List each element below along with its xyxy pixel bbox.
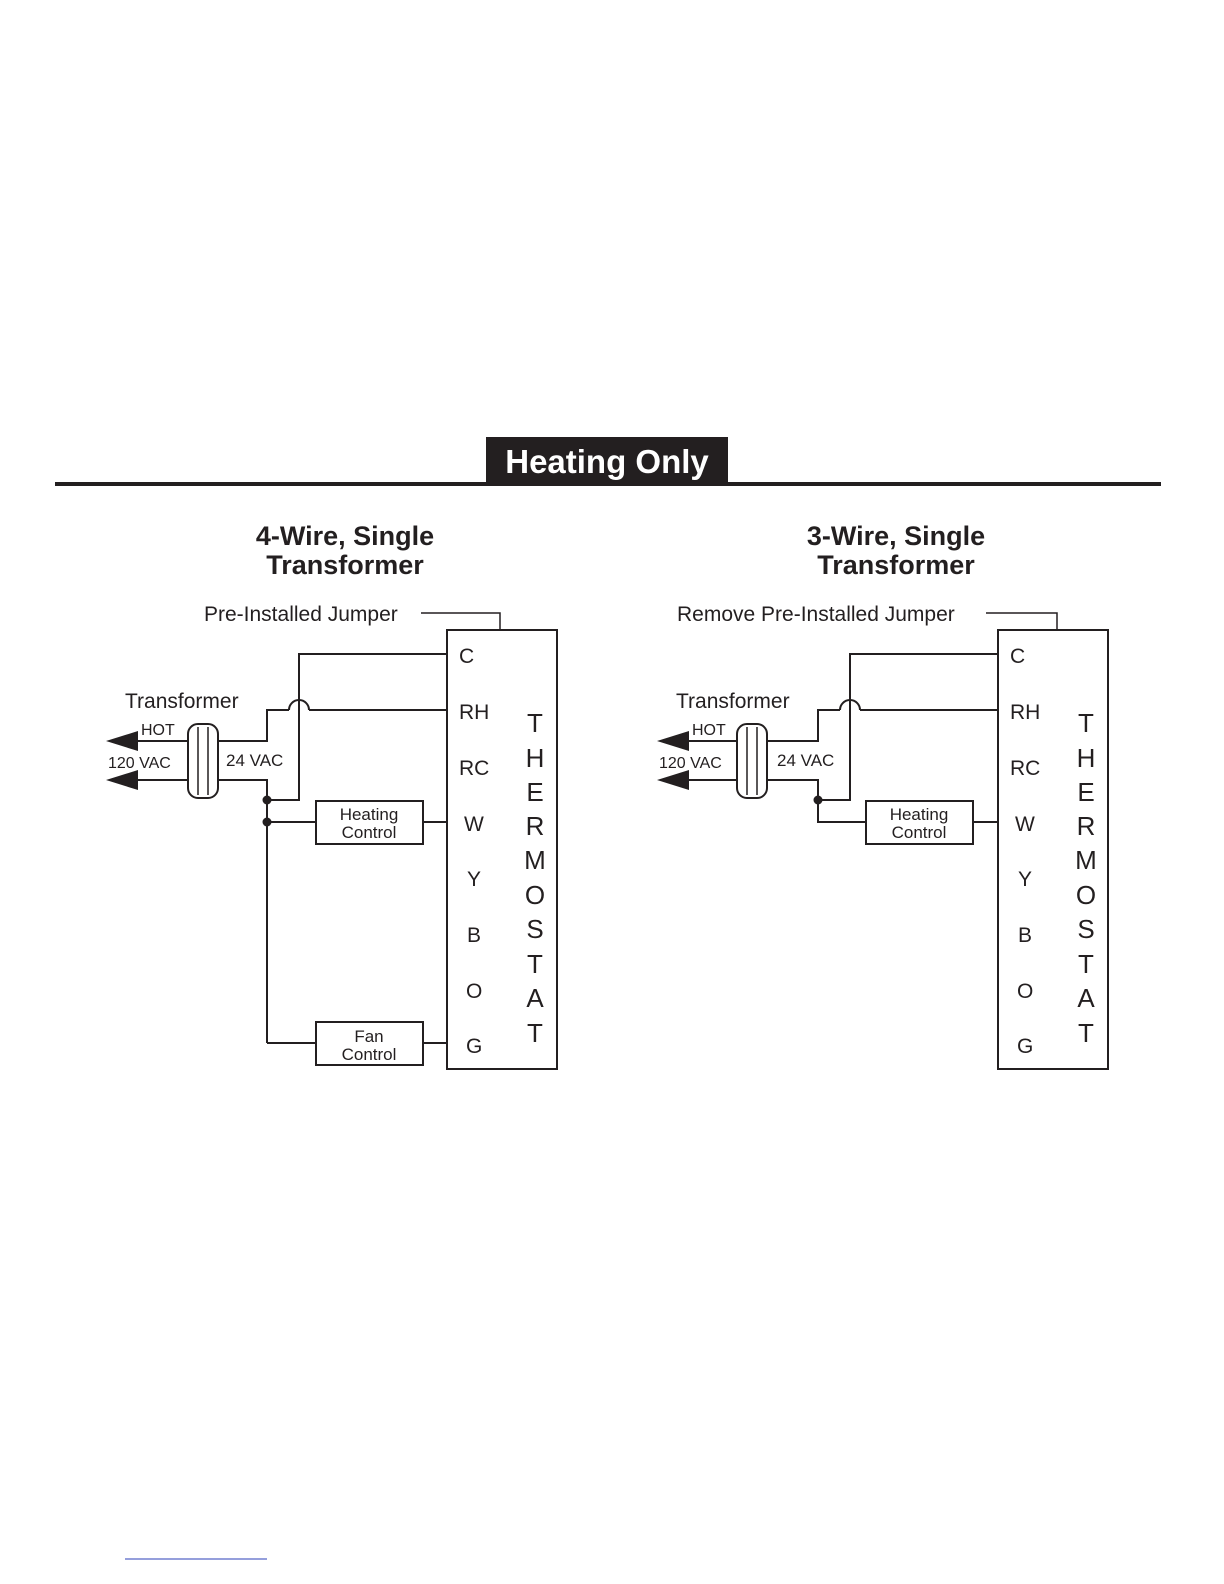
thermostat-letter: T [527,708,543,738]
jumper-label: Pre-Installed Jumper [204,603,398,626]
terminal-g: G [1017,1035,1033,1058]
fan-control-label-2: Control [342,1045,397,1064]
thermostat-letter: O [1076,880,1096,910]
fan-control-label-1: Fan [354,1027,383,1046]
transformer-coil [737,724,767,798]
line-voltage-label: 120 VAC [659,755,722,772]
terminal-c: C [1010,645,1025,668]
thermostat-letter: T [527,1018,543,1048]
line-arrow-hot [106,731,138,751]
thermostat-letter: M [524,845,546,875]
diagram-title-line2: Transformer [817,550,975,580]
heating-control-label-1: Heating [890,805,949,824]
heating-control-label-2: Control [342,823,397,842]
wire-24v-to-rh [218,710,289,741]
thermostat-letter: S [526,914,543,944]
terminal-rc: RC [459,757,489,780]
transformer-coil [188,724,218,798]
hot-label: HOT [692,722,726,739]
thermostat-letter: T [527,949,543,979]
wire-24v-to-rh [767,710,840,741]
terminal-g: G [466,1035,482,1058]
heating-control-label-1: Heating [340,805,399,824]
thermostat-letter: T [1078,1018,1094,1048]
transformer-label: Transformer [676,690,790,713]
terminal-o: O [466,980,482,1003]
thermostat-letter: M [1075,845,1097,875]
thermostat-letter: A [526,983,544,1013]
thermostat-letter: E [526,777,543,807]
diagram-title-line2: Transformer [266,550,424,580]
thermostat-letter: O [525,880,545,910]
diagram-4-wire: 4-Wire, Single Transformer Pre-Installed… [106,521,557,1069]
low-voltage-label: 24 VAC [226,751,283,770]
thermostat-letter: E [1077,777,1094,807]
junction-dot [263,796,272,805]
line-voltage-label: 120 VAC [108,755,171,772]
terminal-rh: RH [459,701,489,724]
line-arrow-neutral [106,770,138,790]
terminal-b: B [1018,924,1032,947]
thermostat-letter: R [1077,811,1096,841]
terminal-rc: RC [1010,757,1040,780]
line-arrow-neutral [657,770,689,790]
thermostat-letter: T [1078,708,1094,738]
thermostat-letter: H [526,743,545,773]
wire-24v-common [218,780,267,800]
line-arrow-hot [657,731,689,751]
wire-c [267,654,447,800]
diagram-3-wire: 3-Wire, Single Transformer Remove Pre-In… [657,521,1108,1069]
jumper-label: Remove Pre-Installed Jumper [677,603,955,626]
section-title: Heating Only [505,443,709,480]
wire-heating-in [818,800,866,822]
thermostat-letter: A [1077,983,1095,1013]
diagram-title-line1: 3-Wire, Single [807,521,985,551]
terminal-y: Y [1018,868,1032,891]
heating-control-label-2: Control [892,823,947,842]
terminal-rh: RH [1010,701,1040,724]
thermostat-letter: H [1077,743,1096,773]
terminal-b: B [467,924,481,947]
thermostat-letter: R [526,811,545,841]
terminal-w: W [1015,813,1035,836]
terminal-y: Y [467,868,481,891]
wire-24v-common [767,780,818,800]
transformer-symbol [188,724,218,798]
terminal-w: W [464,813,484,836]
transformer-symbol [737,724,767,798]
junction-dot [814,796,823,805]
terminal-o: O [1017,980,1033,1003]
wire-c [818,654,998,800]
thermostat-letter: S [1077,914,1094,944]
junction-dot [263,818,272,827]
transformer-label: Transformer [125,690,239,713]
hot-label: HOT [141,722,175,739]
diagram-title-line1: 4-Wire, Single [256,521,434,551]
thermostat-letter: T [1078,949,1094,979]
terminal-c: C [459,645,474,668]
low-voltage-label: 24 VAC [777,751,834,770]
